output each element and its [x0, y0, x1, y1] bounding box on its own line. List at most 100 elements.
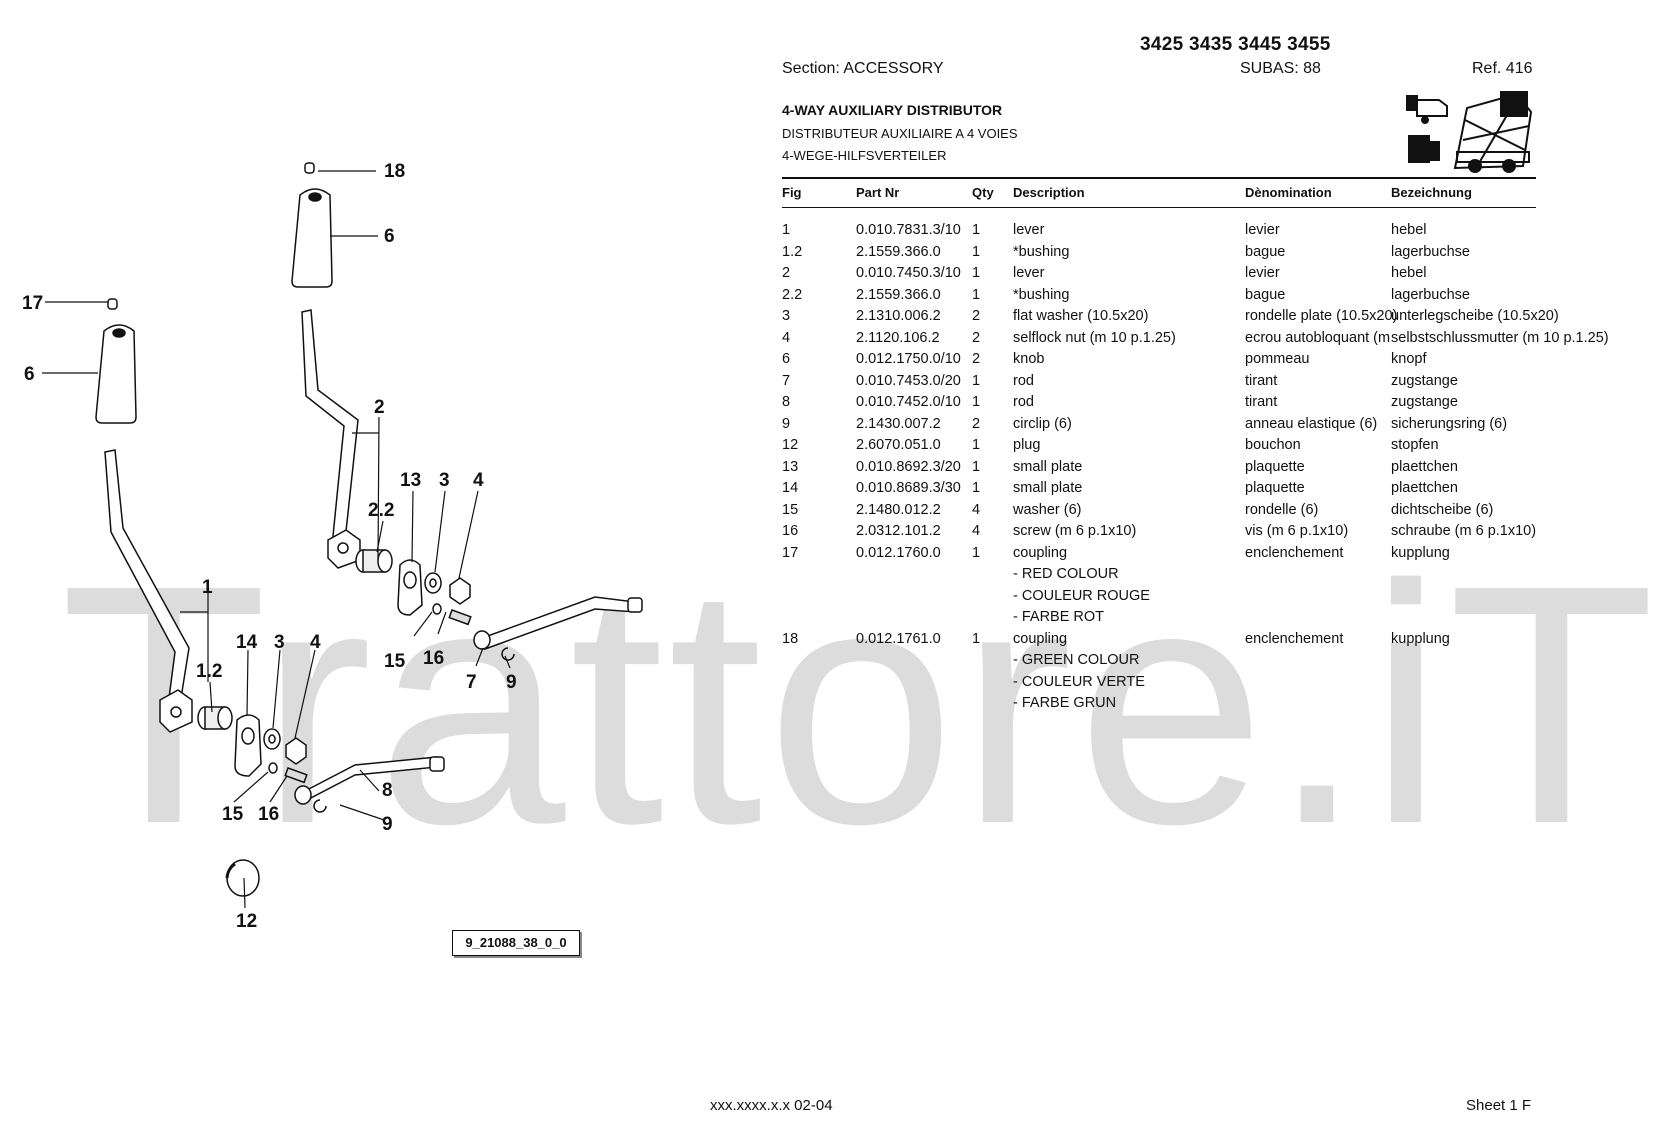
- subas-label: SUBAS: 88: [1240, 60, 1321, 77]
- cell-denomination: enclenchement: [1245, 630, 1344, 647]
- cell-fig: 2: [782, 265, 791, 281]
- cell-description: rod: [1013, 372, 1034, 389]
- cell-description: - COULEUR VERTE: [1013, 673, 1145, 690]
- cell-fig: 2.2: [782, 286, 803, 303]
- cell-denomination: rondelle plate (10.5x20): [1245, 308, 1398, 324]
- cell-qty: 2: [972, 351, 981, 367]
- cell-qty: 1: [972, 458, 981, 475]
- cell-description: rod: [1013, 394, 1034, 410]
- cell-bezeichnung: zugstange: [1391, 394, 1458, 410]
- cell-description: lever: [1013, 265, 1045, 281]
- cell-bezeichnung: sicherungsring (6): [1391, 415, 1508, 432]
- cell-part-nr: 2.1430.007.2: [856, 415, 941, 432]
- cell-denomination: tirant: [1245, 372, 1278, 389]
- cell-qty: 2: [972, 308, 981, 324]
- cell-description: coupling: [1013, 544, 1068, 561]
- cell-bezeichnung: lagerbuchse: [1391, 286, 1470, 303]
- column-header-part-nr: Part Nr: [856, 185, 900, 200]
- cell-part-nr: 2.0312.101.2: [856, 523, 941, 539]
- coupling-18: [304, 162, 315, 174]
- callout-4-lower: 4: [310, 632, 321, 653]
- tractor-thumbnail-icon: [1406, 91, 1533, 173]
- cell-description: *bushing: [1013, 243, 1070, 260]
- cell-part-nr: 2.1480.012.2: [856, 501, 941, 518]
- cell-denomination: levier: [1245, 222, 1280, 238]
- cell-denomination: tirant: [1245, 394, 1278, 410]
- column-header-qty: Qty: [972, 185, 994, 200]
- callout-1: 1: [202, 577, 213, 598]
- cell-description: lever: [1013, 222, 1045, 238]
- cell-part-nr: 0.012.1750.0/10: [856, 351, 961, 367]
- cell-bezeichnung: stopfen: [1391, 437, 1439, 453]
- cell-fig: 13: [782, 458, 799, 475]
- rod-7: [484, 596, 636, 651]
- callout-15-lower: 15: [222, 804, 244, 825]
- sheet-number: Sheet 1 F: [1466, 1097, 1532, 1114]
- page-title-french: DISTRIBUTEUR AUXILIAIRE A 4 VOIES: [782, 126, 1018, 141]
- cell-qty: 4: [972, 523, 981, 539]
- cell-fig: 7: [782, 372, 791, 389]
- lever-1: [104, 449, 190, 699]
- callout-2-2: 2.2: [368, 500, 394, 521]
- cell-fig: 12: [782, 437, 799, 453]
- cell-part-nr: 2.6070.051.0: [856, 437, 941, 453]
- cell-description: knob: [1013, 351, 1045, 367]
- ref-label: Ref. 416: [1472, 60, 1533, 77]
- cell-part-nr: 0.010.7831.3/10: [856, 222, 961, 238]
- column-header-bezeichnung: Bezeichnung: [1391, 185, 1472, 200]
- cell-denomination: ecrou autobloquant (m: [1245, 329, 1391, 346]
- cell-part-nr: 2.1559.366.0: [856, 286, 941, 303]
- callout-3-lower: 3: [274, 632, 285, 653]
- page-title-german: 4-WEGE-HILFSVERTEILER: [782, 148, 947, 163]
- column-header-fig: Fig: [782, 185, 802, 200]
- cell-qty: 1: [972, 544, 981, 561]
- cell-part-nr: 2.1559.366.0: [856, 243, 941, 260]
- nut-4-upper: [449, 577, 471, 605]
- cell-qty: 1: [972, 437, 981, 453]
- nut-4-lower: [285, 737, 307, 765]
- cell-denomination: rondelle (6): [1245, 501, 1319, 518]
- exploded-parts-diagram: 18 6 17 6 2 2.2 13 3 4 1 1.2 14 3 4 15 1…: [22, 161, 643, 932]
- callout-2: 2: [374, 397, 385, 418]
- cell-part-nr: 2.1120.106.2: [856, 329, 940, 346]
- callout-17: 17: [22, 293, 43, 314]
- cell-fig: 1: [782, 222, 791, 238]
- cell-description: circlip (6): [1013, 415, 1072, 432]
- callout-9-lower: 9: [382, 814, 393, 835]
- drawing-reference: 9_21088_38_0_0: [452, 930, 580, 956]
- cell-bezeichnung: selbstschlussmutter (m 10 p.1.25): [1391, 329, 1609, 346]
- section-label: Section: ACCESSORY: [782, 60, 944, 77]
- callout-12: 12: [236, 911, 257, 932]
- plate-14: [234, 714, 262, 777]
- cell-fig: 17: [782, 544, 799, 561]
- callout-1-2: 1.2: [196, 661, 222, 682]
- cell-part-nr: 0.010.7452.0/10: [856, 394, 961, 410]
- cell-qty: 1: [972, 372, 981, 389]
- cell-description: flat washer (10.5x20): [1013, 308, 1149, 324]
- callout-15-upper: 15: [384, 651, 406, 672]
- cell-fig: 4: [782, 329, 791, 346]
- callout-6-lower: 6: [24, 364, 35, 385]
- cell-bezeichnung: kupplung: [1391, 544, 1450, 561]
- cell-qty: 4: [972, 501, 981, 518]
- cell-description: washer (6): [1013, 501, 1082, 518]
- cell-denomination: pommeau: [1245, 351, 1310, 367]
- cell-denomination: anneau elastique (6): [1245, 415, 1378, 432]
- callout-9-upper: 9: [506, 672, 517, 693]
- callout-8: 8: [382, 780, 393, 801]
- cell-denomination: enclenchement: [1245, 544, 1344, 561]
- cell-qty: 1: [972, 630, 981, 647]
- cell-qty: 1: [972, 243, 981, 260]
- cell-bezeichnung: plaettchen: [1391, 480, 1458, 496]
- cell-bezeichnung: hebel: [1391, 222, 1427, 238]
- model-list: 3425 3435 3445 3455: [1140, 34, 1331, 55]
- cell-fig: 15: [782, 501, 799, 518]
- table-header-rule: [782, 207, 1536, 208]
- cell-bezeichnung: zugstange: [1391, 372, 1458, 389]
- cell-denomination: bague: [1245, 286, 1286, 303]
- cell-description: - FARBE GRUN: [1013, 695, 1117, 711]
- cell-description: *bushing: [1013, 286, 1070, 303]
- cell-qty: 1: [972, 286, 981, 303]
- cell-part-nr: 0.010.8689.3/30: [856, 480, 961, 496]
- coupling-17: [107, 298, 118, 310]
